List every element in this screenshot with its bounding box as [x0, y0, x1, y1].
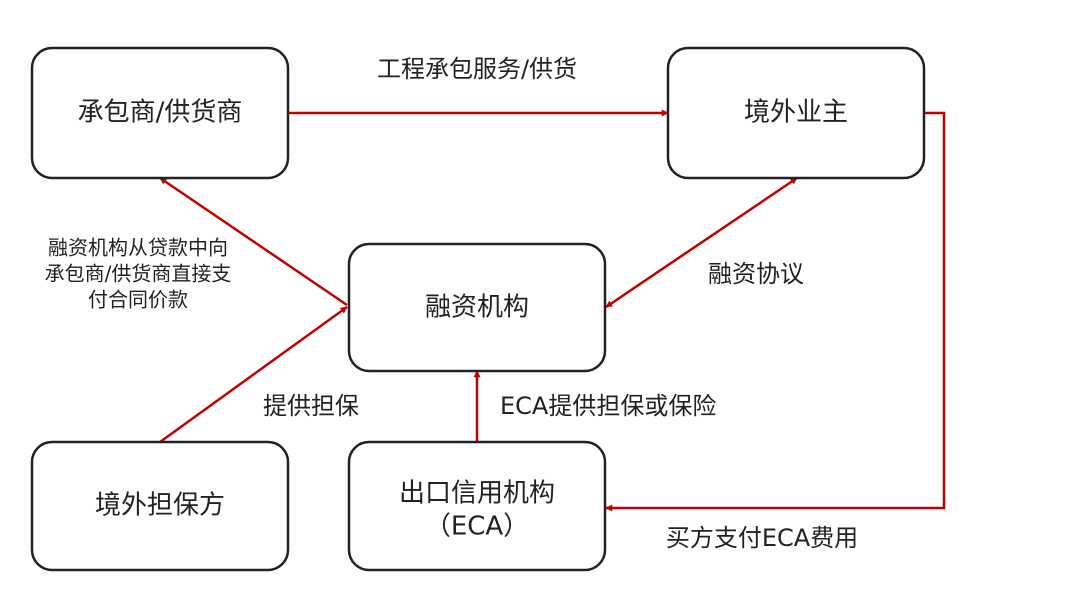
node-financier: 融资机构 — [347, 242, 607, 373]
label-financing-agreement: 融资协议 — [708, 260, 804, 288]
label-contractor-to-owner: 工程承包服务/供货 — [377, 55, 577, 83]
edge-financier-pays-contractor — [159, 176, 348, 307]
label-financier-pays-contractor: 融资机构从贷款中向 承包商/供货商直接支 付合同价款 — [45, 236, 232, 312]
node-contractor: 承包商/供货商 — [30, 46, 290, 180]
node-owner: 境外业主 — [666, 46, 926, 180]
label-guarantor-provides: 提供担保 — [263, 392, 359, 420]
node-financier-label: 融资机构 — [425, 293, 529, 323]
node-guarantor-label: 境外担保方 — [95, 491, 225, 521]
node-eca-label-line2: （ECA） — [425, 512, 529, 542]
edge-financing-agreement — [605, 176, 798, 309]
label-financier-pays-line1: 融资机构从贷款中向 — [48, 236, 228, 260]
node-contractor-label: 承包商/供货商 — [78, 98, 243, 128]
edge-owner-to-eca — [605, 111, 946, 512]
edge-guarantor-to-financier — [159, 305, 348, 444]
label-eca-provides: ECA提供担保或保险 — [500, 392, 716, 420]
node-owner-label: 境外业主 — [744, 98, 848, 128]
node-eca: 出口信用机构 （ECA） — [347, 440, 607, 572]
label-financier-pays-line2: 承包商/供货商直接支 — [45, 262, 232, 286]
node-eca-label-line1: 出口信用机构 — [399, 479, 555, 509]
node-guarantor: 境外担保方 — [30, 440, 290, 572]
label-buyer-pays-eca: 买方支付ECA费用 — [666, 524, 858, 552]
label-financier-pays-line3: 付合同价款 — [88, 288, 188, 312]
